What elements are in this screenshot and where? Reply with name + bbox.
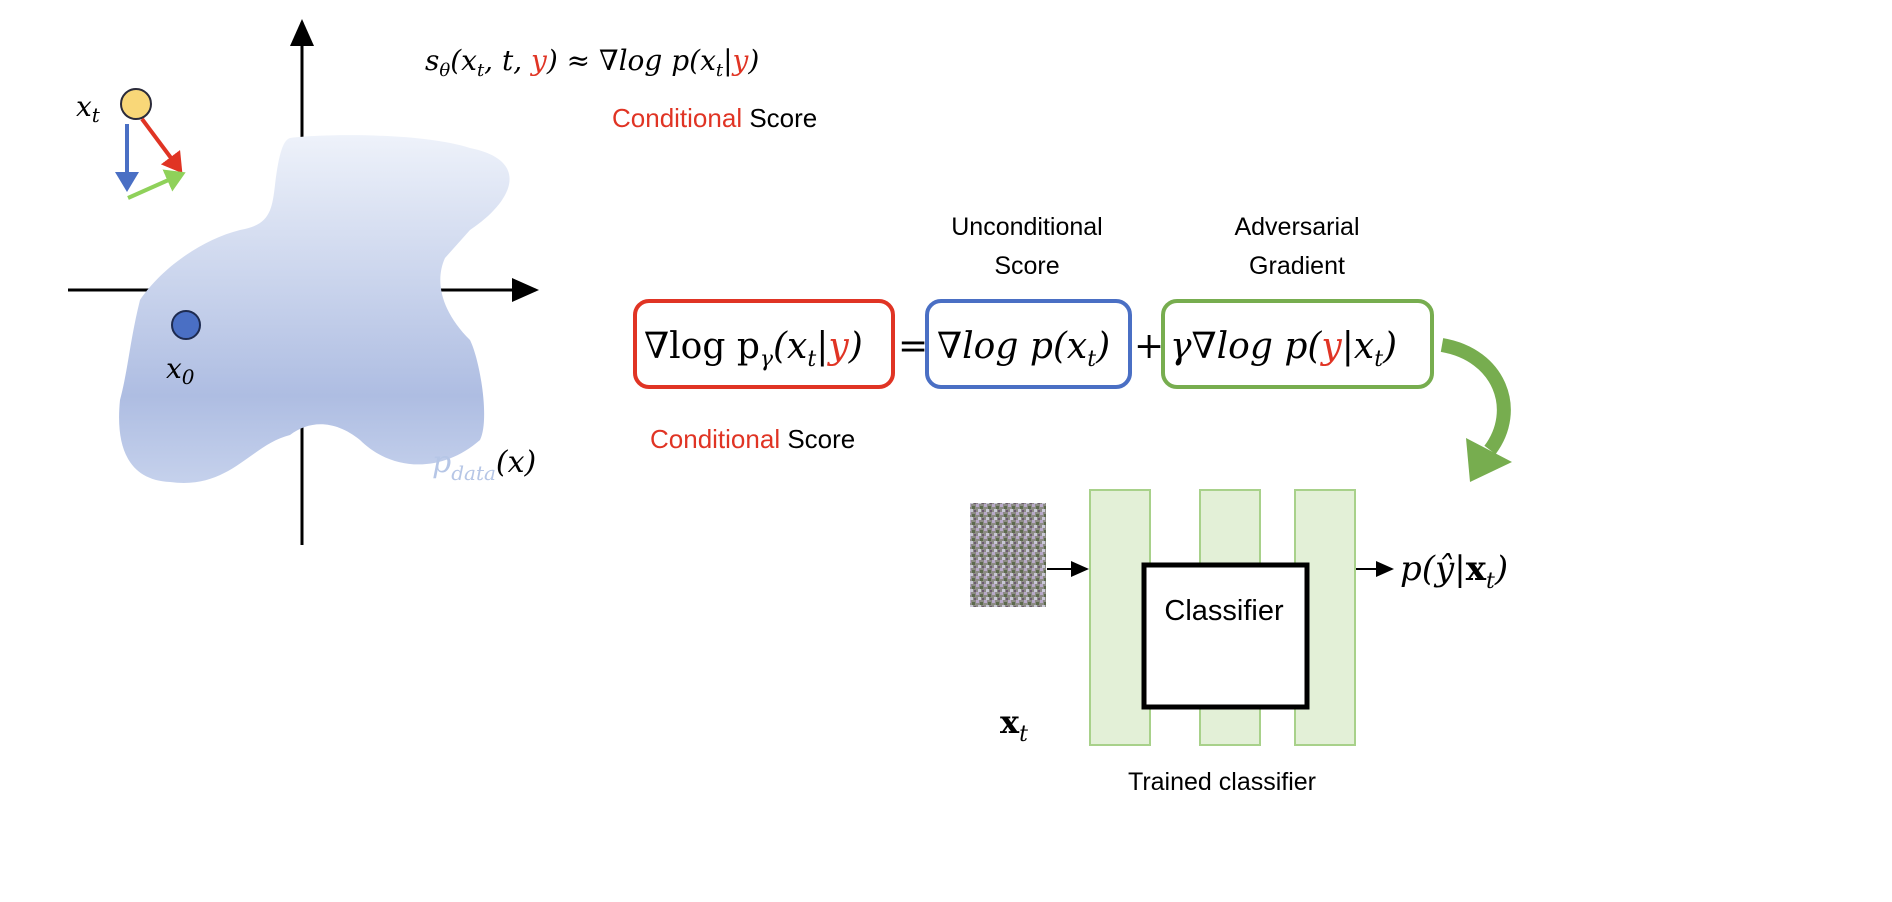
adversarial-label-1: Adversarial <box>1234 213 1359 241</box>
conditional-score-arrow <box>140 117 183 174</box>
x0-label: x0 <box>166 352 195 389</box>
unconditional-term: ∇log p(xt) <box>937 326 1110 372</box>
adversarial-term: γ∇log p(y|xt) <box>1170 326 1397 372</box>
plus-sign: + <box>1134 326 1164 367</box>
classifier-label: Classifier <box>1164 595 1284 627</box>
lhs-term: ∇log pγ(xt|y) <box>644 326 863 372</box>
conditional-score-label-top: Conditional Score <box>612 103 817 133</box>
adversarial-gradient-arrow <box>127 169 186 200</box>
conditional-score-box <box>633 299 895 389</box>
curved-arrow-head <box>1466 438 1512 482</box>
data-distribution-blob <box>119 135 510 483</box>
xt-point <box>120 88 152 120</box>
xt-label: xt <box>76 90 101 127</box>
noisy-image <box>970 503 1046 607</box>
classifier-output: p(ŷ|xt) <box>1400 549 1508 594</box>
input-label: xt <box>1000 703 1028 747</box>
adversarial-label-2: Gradient <box>1249 252 1345 280</box>
score-model-formula: sθ(xt, t, y) ≈ ∇log p(xt|y) <box>425 44 759 81</box>
classifier-layer-1 <box>1089 489 1151 746</box>
x0-point <box>171 310 201 340</box>
adversarial-gradient-box <box>1161 299 1434 389</box>
pdata-label: pdata(x) <box>432 445 536 485</box>
classifier-box <box>1141 562 1310 710</box>
trained-classifier-caption: Trained classifier <box>1128 768 1316 796</box>
unconditional-label-2: Score <box>994 252 1059 280</box>
unconditional-label-1: Unconditional <box>951 213 1103 241</box>
curved-arrow-icon <box>1440 338 1511 455</box>
equals-sign: = <box>898 326 928 367</box>
unconditional-score-box <box>925 299 1132 389</box>
conditional-score-label-bottom: Conditional Score <box>650 424 855 454</box>
